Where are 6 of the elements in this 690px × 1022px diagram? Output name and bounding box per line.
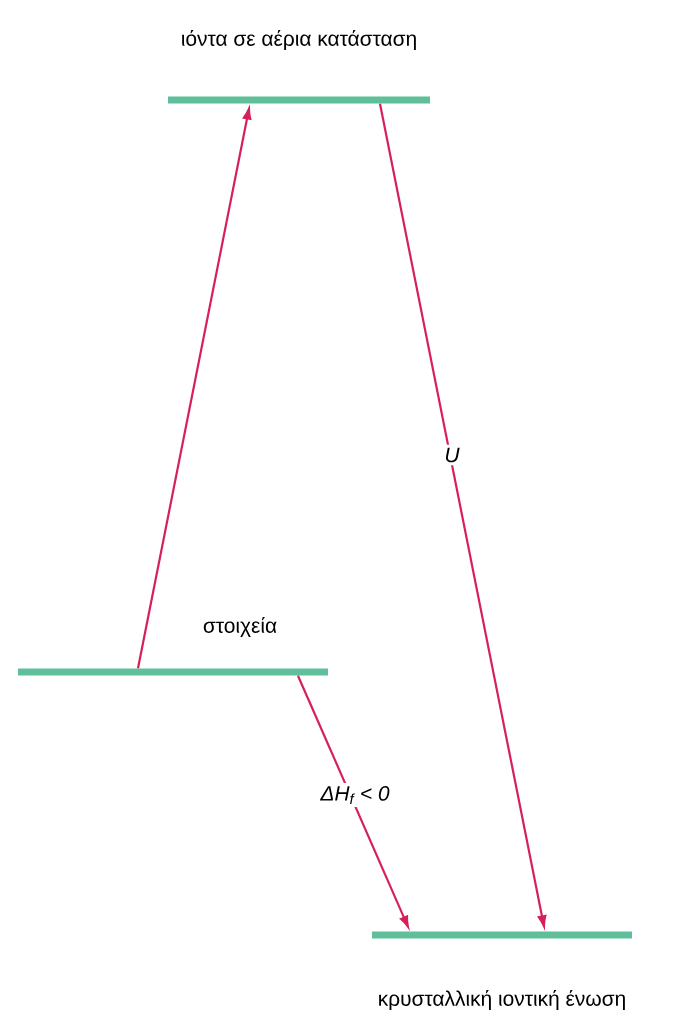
edge-label: U: [441, 444, 463, 466]
level-label: στοιχεία: [203, 616, 277, 638]
level-label: ιόντα σε αέρια κατάσταση: [182, 29, 416, 51]
arrow: [378, 103, 547, 928]
arrow: [136, 107, 252, 669]
level-label: κρυσταλλική ιοντική ένωση: [379, 989, 625, 1011]
